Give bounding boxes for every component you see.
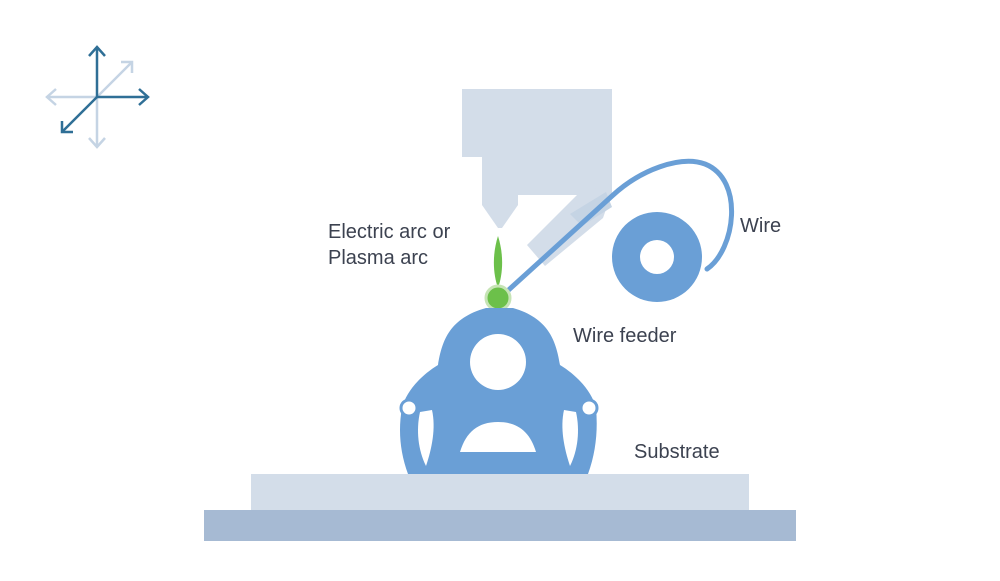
wire-path [499,158,735,299]
arc-flame [493,236,503,288]
torch-nozzle [482,157,518,228]
substrate-plate [251,474,749,510]
wire-feed-nozzle-tip [570,192,612,226]
printed-part [399,308,599,474]
torch-neck [590,150,612,194]
torch-body [462,89,612,157]
substrate-label: Substrate [634,441,720,463]
arc-label-line1: Electric arc or [328,221,451,243]
base-plate [204,510,796,541]
melt-pool [484,284,512,312]
arc-label-line2: Plasma arc [328,247,428,269]
wire-feeder-label: Wire feeder [573,325,677,347]
wire-spool-icon [612,212,702,302]
xyz-axes-icon [45,45,150,149]
wire-label: Wire [740,215,781,237]
